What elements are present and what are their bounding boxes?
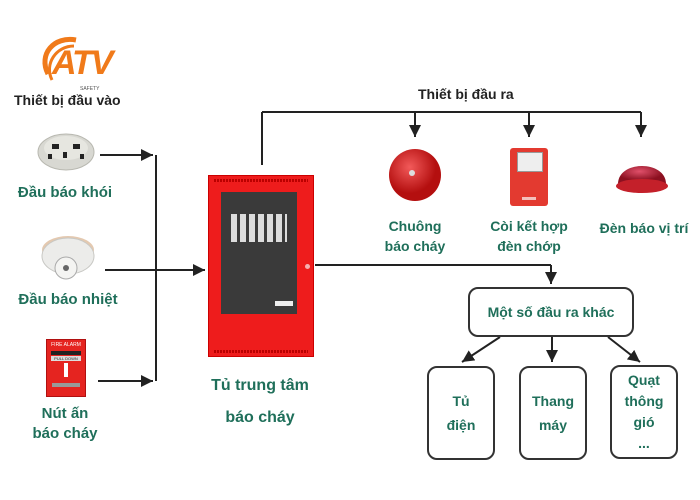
horn-strobe-label-line1: Còi kết hợp [490,218,568,234]
horn-strobe-label-line2: đèn chớp [497,238,561,254]
other-output-electrical-cabinet: Tủ điện [427,366,495,460]
other-outputs-title: Một số đầu ra khác [487,304,615,320]
call-point-sign-mid: PULL DOWN [51,356,81,361]
fire-bell-label-line2: báo cháy [384,238,446,254]
other-outputs-box: Một số đầu ra khác [468,287,634,337]
line-to-box-3 [607,336,641,363]
logo-swoosh-icon [42,36,77,81]
box3-line4: ... [638,435,650,451]
other-output-elevator: Thang máy [519,366,587,460]
logo-text: ATV [52,44,114,82]
control-panel-label-line2: báo cháy [225,409,295,426]
control-panel-label: Tủ trung tâm báo cháy [195,370,325,434]
horn-strobe-icon [510,148,548,206]
manual-call-point-icon: FIRE ALARM PULL DOWN [46,339,86,397]
panel-front [221,192,297,314]
box1-line1: Tủ [452,393,470,409]
other-output-ventilation-fan: Quạt thông gió... [610,365,678,459]
panel-brand-plate [275,301,293,306]
line-to-box-1 [461,336,501,363]
panel-lock-icon [305,264,310,269]
call-point-label-line2: báo cháy [32,425,98,442]
fire-bell-label: Chuông báo cháy [370,216,460,256]
input-devices-title: Thiết bị đầu vào [14,92,121,108]
panel-indicator-leds [231,214,287,242]
fire-alarm-control-panel [208,175,314,357]
logo-subtext: SAFETY [80,86,100,92]
horn-strobe-label: Còi kết hợp đèn chớp [484,216,574,256]
smoke-detector-label: Đầu báo khói [17,184,113,201]
box3-line1: Quạt [628,372,660,388]
atv-logo: ATV SAFETY [36,34,116,94]
box3-line2: thông [624,393,664,409]
box2-line1: Thang [532,393,574,409]
call-point-sign-top: FIRE ALARM [51,342,81,348]
box1-line2: điện [446,417,476,433]
call-point-label: Nút ấn báo cháy [10,404,120,444]
box2-line2: máy [538,417,568,433]
smoke-detector-icon [36,128,96,172]
fire-bell-label-line1: Chuông [388,218,442,234]
location-lamp-icon [614,150,670,196]
location-lamp-label: Đèn báo vị trí [599,220,689,236]
fire-bell-icon [388,148,442,202]
call-point-label-line1: Nút ấn [41,405,89,422]
output-devices-title: Thiết bị đầu ra [418,86,514,102]
box3-line3: gió [633,414,655,430]
heat-detector-label: Đầu báo nhiệt [18,291,118,308]
control-panel-label-line1: Tủ trung tâm [211,377,309,394]
heat-detector-icon [38,232,98,284]
